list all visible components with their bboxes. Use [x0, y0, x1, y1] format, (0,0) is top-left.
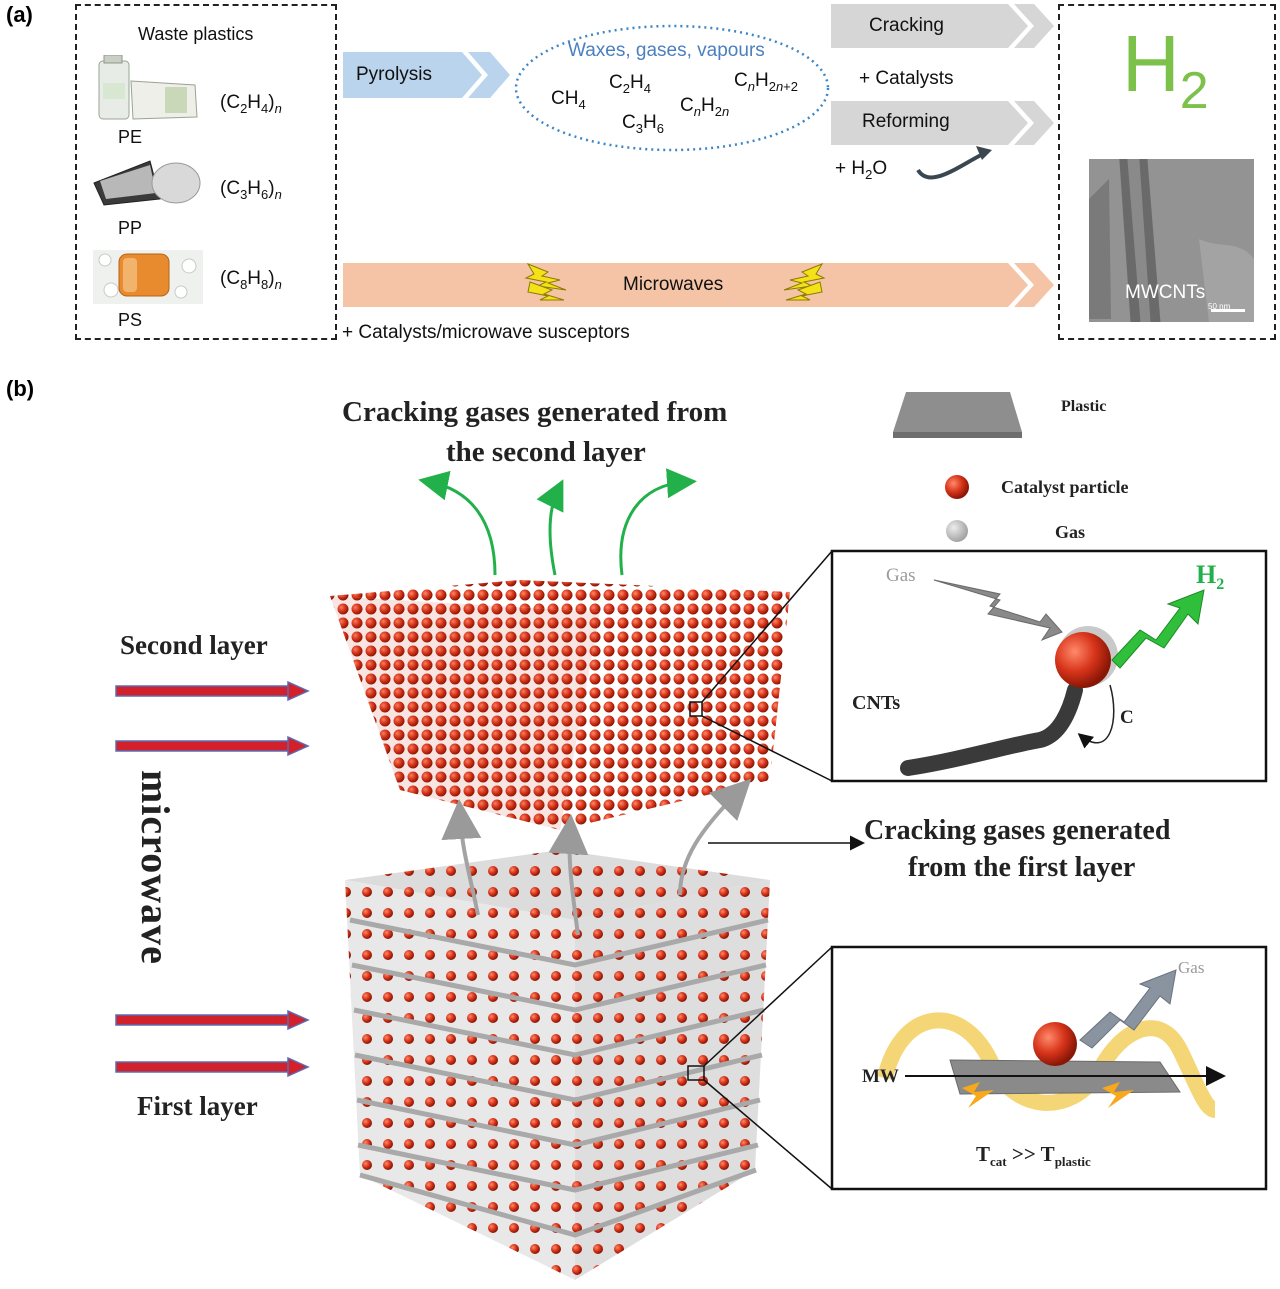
pyrolysis-chevron	[468, 52, 510, 98]
panel-b-letter: (b)	[6, 376, 35, 401]
inset-temperature-label: Tcat >> Tplastic	[976, 1142, 1091, 1170]
cracking-arrow	[831, 4, 1028, 48]
inset-catalyst-ball	[1055, 632, 1111, 688]
c2h4-formula: C2H4	[609, 72, 651, 96]
pe-label: PE	[118, 127, 143, 147]
legend-gas-label: Gas	[1055, 522, 1086, 542]
lightning-icon-left	[524, 262, 567, 301]
gas-out-arrow-3	[619, 468, 697, 576]
first-gases-line1: Cracking gases generated	[864, 815, 1171, 846]
inset-cnts-label: CNTs	[852, 692, 901, 714]
legend-gas-icon	[946, 520, 968, 542]
microwave-arrow-2	[115, 735, 310, 757]
panel-a-letter: (a)	[6, 2, 33, 27]
ps-label: PS	[118, 310, 143, 330]
pyrolysis-arrow	[343, 52, 482, 98]
inset-c-label: C	[1120, 707, 1134, 728]
cnh2n2-formula: CnH2n+2	[734, 70, 798, 94]
gas-out-arrow-2	[536, 479, 564, 576]
gas-rise-arrow-1	[441, 799, 482, 916]
microwaves-label: Microwaves	[623, 274, 724, 295]
pe-formula: (C2H4)n	[220, 92, 282, 116]
cnh2n-formula: CnH2n	[680, 95, 730, 119]
lightning-icon-right	[783, 262, 826, 301]
inset-gas-out-arrow	[1079, 969, 1177, 1049]
pp-label: PP	[118, 218, 143, 238]
spark-icon-left	[962, 1082, 994, 1108]
reforming-chevron	[1014, 101, 1054, 145]
waste-plastics-box	[75, 4, 337, 340]
second-layer-label: Second layer	[120, 630, 268, 660]
products-ellipse	[514, 24, 830, 152]
h2o-curved-arrow	[916, 151, 986, 180]
gas-rise-arrow-2	[548, 814, 589, 936]
waste-plastics-title: Waste plastics	[138, 24, 254, 44]
mwcnts-label: MWCNTs	[1125, 282, 1206, 303]
inset-bottom-gas-label: Gas	[1178, 958, 1205, 977]
pp-container-picture	[90, 153, 202, 208]
cracking-chevron	[1014, 4, 1054, 48]
products-title: Waxes, gases, vapours	[568, 40, 765, 61]
plus-catalysts-label: + Catalysts	[859, 68, 954, 89]
first-gases-line2: from the first layer	[908, 852, 1136, 883]
pyrolysis-label: Pyrolysis	[356, 64, 433, 85]
reforming-label: Reforming	[862, 111, 950, 132]
microwave-vertical-label: microwave	[133, 770, 178, 965]
inset-gas-arrow	[933, 579, 1063, 642]
zoom-marker-bottom	[687, 1065, 705, 1081]
inset-h2-label: H2	[1196, 560, 1225, 594]
top-title-line2: the second layer	[446, 436, 646, 468]
panel-a-arrows	[343, 4, 1054, 307]
scale-label: 50 nm	[1208, 302, 1231, 311]
first-layer-stack	[345, 850, 770, 1280]
gas-out-arrow-1	[418, 470, 497, 576]
gas-rise-arrow-3	[678, 778, 752, 896]
microwave-arrow-4	[115, 1056, 310, 1078]
legend-catalyst-icon	[945, 475, 969, 499]
cracking-label: Cracking	[869, 15, 944, 36]
microwave-wave	[877, 1012, 1218, 1118]
microwaves-arrow	[343, 263, 1028, 307]
inset-catalyst-ball-bottom	[1033, 1022, 1077, 1066]
hydrogen-output-box	[1058, 4, 1276, 340]
spark-icon-right	[1102, 1082, 1134, 1108]
zoom-marker-top	[689, 701, 703, 717]
cnt-tube	[900, 682, 1083, 776]
ch4-formula: CH4	[551, 88, 586, 112]
mwcnts-micrograph	[1089, 159, 1254, 322]
legend-catalyst-label: Catalyst particle	[1001, 477, 1129, 497]
susceptors-label: + Catalysts/microwave susceptors	[342, 322, 630, 343]
c3h6-formula: C3H6	[622, 112, 664, 136]
legend-plastic-label: Plastic	[1061, 398, 1107, 415]
inset-mw-label: MW	[862, 1066, 899, 1087]
microwave-arrow-3	[115, 1009, 310, 1031]
ps-formula: (C8H8)n	[220, 268, 282, 292]
h2-big-label: H2	[1122, 19, 1209, 120]
second-layer-cube	[330, 580, 790, 830]
microwaves-chevron	[1014, 263, 1054, 307]
first-layer-label: First layer	[137, 1091, 258, 1121]
plus-h2o-label: + H2O	[835, 158, 888, 182]
inset-gas-label: Gas	[886, 565, 916, 586]
legend-plastic-icon	[893, 392, 1022, 432]
reforming-arrow	[831, 101, 1028, 145]
inset-h2-arrow	[1111, 589, 1205, 669]
carbon-loop-arrow	[1077, 684, 1115, 749]
ps-foam-picture	[93, 246, 203, 306]
pp-formula: (C3H6)n	[220, 178, 282, 202]
top-title-line1: Cracking gases generated from	[342, 396, 728, 428]
pe-bottle-picture	[95, 55, 200, 123]
microwave-arrow-1	[115, 680, 310, 702]
